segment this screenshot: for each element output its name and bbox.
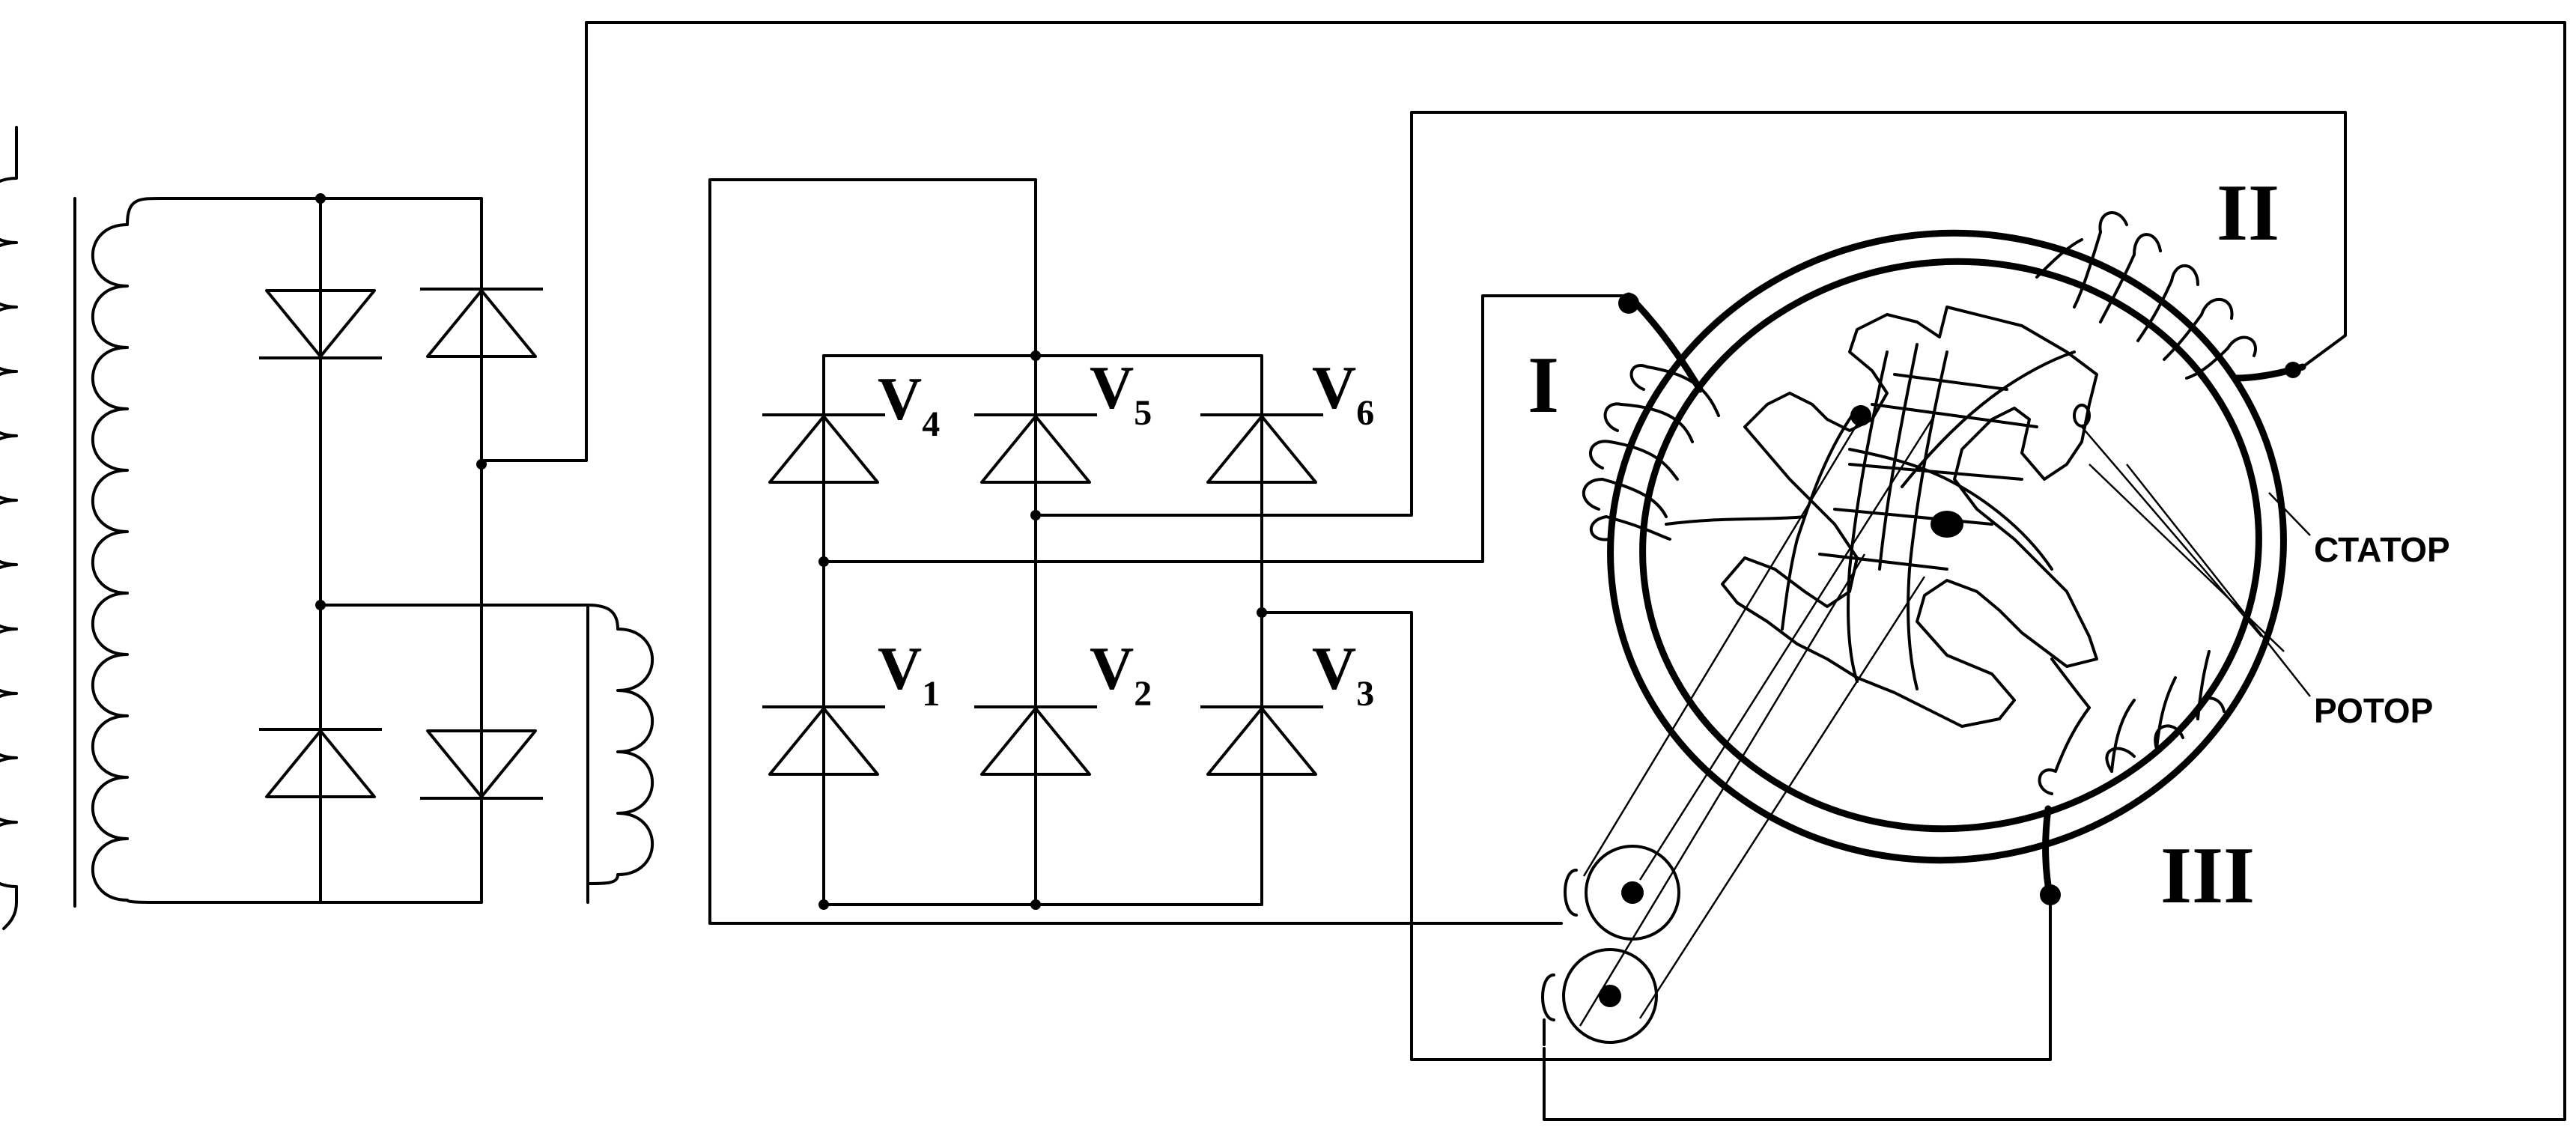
terminal-phase-3 (2040, 884, 2061, 905)
rotor-shaft (1931, 511, 1963, 538)
junction-dot (476, 459, 487, 470)
phase-label-3: III (2160, 831, 2255, 920)
three-phase-bridge-wiring (708, 111, 2347, 1061)
phase-label-1: I (1528, 341, 1559, 430)
slip-ring-lower (1541, 948, 1658, 1044)
choke-coil (586, 604, 654, 885)
junction-dot (315, 600, 326, 610)
junction-dot (818, 899, 829, 910)
junction-dot (1030, 350, 1041, 361)
stator-leader-line (2268, 492, 2311, 536)
transformer-secondary-winding (91, 197, 162, 904)
junction-dot (1030, 510, 1041, 520)
junction-dot (315, 193, 326, 204)
phase-label-2: II (2217, 168, 2279, 258)
stator-winding-phase-1 (1582, 292, 1806, 541)
slip-ring-upper (1564, 845, 1680, 941)
rotor-leads (1579, 411, 2285, 1027)
junction-dot (818, 556, 829, 567)
label-v3: V3 (1312, 634, 1374, 714)
label-v1: V1 (878, 634, 940, 714)
excitation-bridge-wiring (160, 21, 2566, 1121)
label-v2: V2 (1090, 634, 1152, 714)
terminal-rotor-lead (1850, 405, 1871, 426)
rotor (1721, 306, 2098, 728)
terminal-phase-2 (2285, 362, 2301, 378)
transformer-primary-winding (0, 126, 18, 930)
terminal-phase-1 (1618, 293, 1639, 314)
junction-dot (1257, 607, 1267, 618)
label-v5: V5 (1090, 353, 1152, 433)
rotor-label: РОТОР (2314, 691, 2433, 730)
stator (1607, 229, 2287, 864)
stator-label: СТАТОР (2314, 530, 2450, 569)
rotor-leader-line (2126, 464, 2311, 697)
stator-winding-phase-3 (2038, 650, 2226, 902)
junction-dot (1030, 899, 1041, 910)
label-v6: V6 (1312, 353, 1374, 433)
label-v4: V4 (878, 365, 940, 444)
